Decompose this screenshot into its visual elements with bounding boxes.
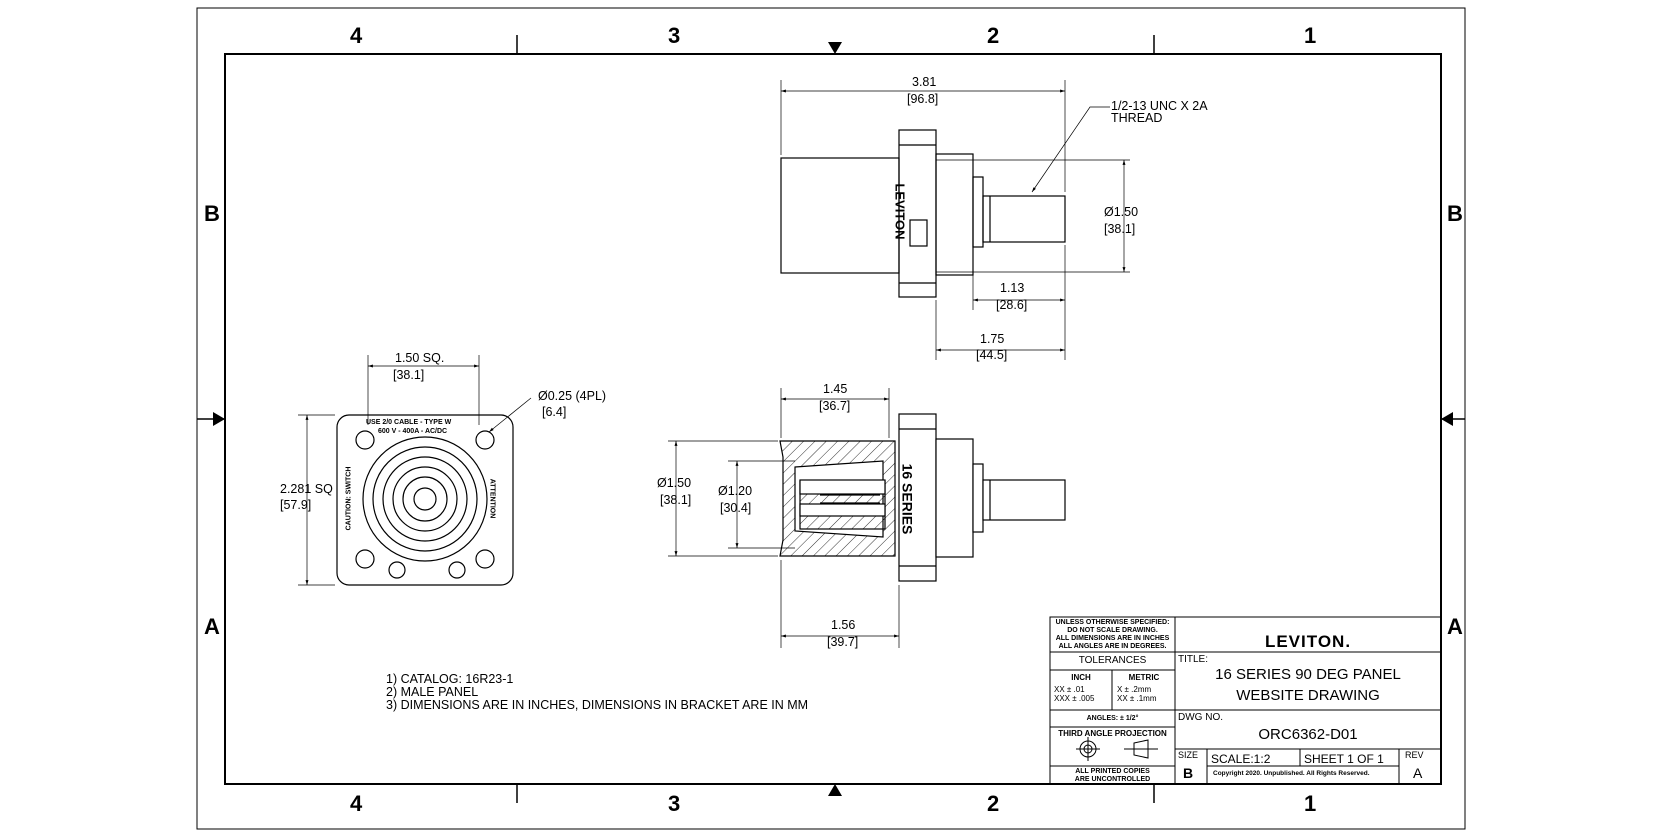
dim-stud-length-mm: [28.6]: [996, 298, 1028, 312]
tb-inch-label: INCH: [1071, 673, 1091, 682]
centering-arrows: [213, 42, 1453, 796]
note-1: 1) CATALOG: 16R23-1: [386, 672, 514, 686]
drawing-title-line1: 16 SERIES 90 DEG PANEL: [1215, 666, 1401, 683]
tb-inch-tol-1: XX ± .01: [1054, 685, 1085, 694]
zone-col-3-bottom: 3: [668, 791, 681, 816]
zone-col-1-bottom: 1: [1304, 791, 1317, 816]
dim-stud-length: 1.13: [1000, 281, 1025, 295]
thread-note-line1: 1/2-13 UNC X 2A: [1111, 99, 1208, 113]
tb-printed-copies-1: ALL PRINTED COPIES: [1075, 768, 1150, 775]
tb-unless-3: ALL DIMENSIONS ARE IN INCHES: [1055, 635, 1170, 642]
dim-front-length: 1.45: [823, 382, 848, 396]
dim-total-length: 1.56: [831, 618, 856, 632]
zone-col-1-top: 1: [1304, 23, 1317, 48]
section-view-dims: [668, 388, 900, 648]
dim-top-diameter: Ø1.50: [1104, 205, 1139, 219]
tb-tolerances-label: TOLERANCES: [1078, 655, 1147, 666]
dim-square-size: 1.50 SQ.: [395, 351, 445, 365]
zone-col-4-top: 4: [350, 23, 363, 48]
dim-inner-diameter: Ø1.20: [718, 484, 753, 498]
company-logo: LEVITON.: [1264, 632, 1352, 651]
zone-row-a-left: A: [204, 614, 220, 639]
tb-projection: THIRD ANGLE PROJECTION: [1058, 729, 1167, 738]
dim-hole-diameter-mm: [6.4]: [542, 405, 567, 419]
zone-row-b-right: B: [1447, 201, 1463, 226]
dim-hole-diameter: Ø0.25 (4PL): [538, 389, 607, 403]
dim-front-length-mm: [36.7]: [819, 399, 851, 413]
dim-total-length-mm: [39.7]: [827, 635, 859, 649]
copyright-notice: Copyright 2020. Unpublished. All Rights …: [1213, 770, 1370, 777]
dim-overall-length: 3.81: [912, 75, 937, 89]
note-2: 2) MALE PANEL: [386, 685, 479, 699]
tb-title-label: TITLE:: [1178, 654, 1209, 665]
zone-row-a-right: A: [1447, 614, 1463, 639]
top-view-dims: [780, 80, 1130, 360]
zone-col-2-bottom: 2: [987, 791, 1000, 816]
drawing-scale: SCALE:1:2: [1211, 752, 1271, 766]
dim-outer-diameter-mm: [38.1]: [660, 493, 692, 507]
tb-unless-1: UNLESS OTHERWISE SPECIFIED:: [1055, 619, 1170, 626]
series-body-marking: 16 SERIES: [899, 463, 916, 535]
projection-symbol: [1076, 737, 1158, 761]
tb-metric-tol-1: X ± .2mm: [1117, 685, 1152, 694]
zone-col-4-bottom: 4: [350, 791, 363, 816]
drawing-number: ORC6362-D01: [1258, 726, 1358, 743]
front-marking-top: USE 2/0 CABLE - TYPE W: [366, 419, 452, 426]
dim-flange-size: 2.281 SQ: [280, 482, 333, 496]
dim-rear-length: 1.75: [980, 332, 1005, 346]
tb-unless-4: ALL ANGLES ARE IN DEGREES.: [1058, 643, 1167, 650]
front-view: [336, 414, 514, 586]
dim-outer-diameter: Ø1.50: [657, 476, 692, 490]
note-3: 3) DIMENSIONS ARE IN INCHES, DIMENSIONS …: [386, 698, 809, 712]
tb-metric-tol-2: XX ± .1mm: [1117, 694, 1157, 703]
zone-col-3-top: 3: [668, 23, 681, 48]
section-view: [779, 413, 1066, 582]
tb-dwg-no-label: DWG NO.: [1178, 712, 1223, 723]
tb-metric-label: METRIC: [1128, 673, 1160, 682]
zone-row-b-left: B: [204, 201, 220, 226]
drawing-size: B: [1183, 765, 1194, 781]
tb-inch-tol-2: XXX ± .005: [1054, 694, 1095, 703]
dim-flange-size-mm: [57.9]: [280, 498, 312, 512]
dim-overall-length-mm: [96.8]: [907, 92, 939, 106]
tb-angles: ANGLES: ± 1/2°: [1086, 715, 1139, 722]
thread-note-line2: THREAD: [1111, 111, 1163, 125]
title-block-lines: [1049, 616, 1442, 785]
tb-printed-copies-2: ARE UNCONTROLLED: [1074, 776, 1151, 783]
front-marking-right: ATTENTION: [488, 478, 496, 519]
leviton-body-marking: LEVITON: [892, 183, 908, 240]
zone-col-2-top: 2: [987, 23, 1000, 48]
tb-rev-label: REV: [1405, 750, 1424, 760]
sheet-count: SHEET 1 OF 1: [1304, 752, 1384, 766]
dim-top-diameter-mm: [38.1]: [1104, 222, 1136, 236]
top-view: [780, 129, 1066, 298]
dim-inner-diameter-mm: [30.4]: [720, 501, 752, 515]
tb-unless-2: DO NOT SCALE DRAWING.: [1067, 627, 1158, 634]
zone-ticks: [197, 35, 1465, 803]
dim-square-size-mm: [38.1]: [393, 368, 425, 382]
drawing-revision: A: [1413, 765, 1423, 781]
front-marking-top2: 600 V - 400A - AC/DC: [378, 428, 448, 435]
front-marking-left: CAUTION: SWITCH: [345, 466, 353, 531]
front-view-dims: [298, 355, 532, 586]
tb-size-label: SIZE: [1178, 750, 1199, 760]
drawing-title-line2: WEBSITE DRAWING: [1236, 687, 1380, 704]
dim-rear-length-mm: [44.5]: [976, 348, 1008, 362]
